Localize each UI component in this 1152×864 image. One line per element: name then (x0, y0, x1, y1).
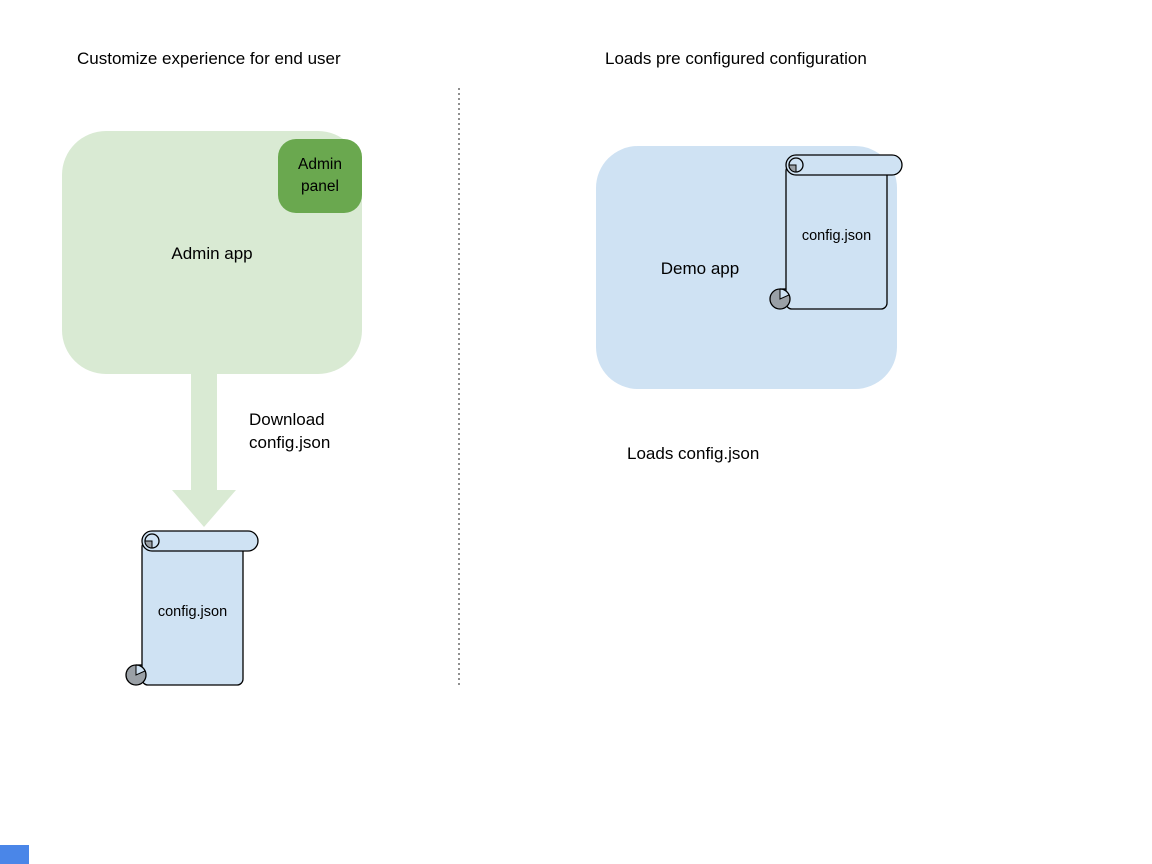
config-json-scroll-icon-left (125, 530, 259, 686)
left-section-title: Customize experience for end user (77, 49, 341, 68)
admin-panel-label: Admin panel (298, 156, 342, 195)
admin-panel-box: Admin panel (278, 139, 362, 213)
blue-corner-rectangle (0, 845, 29, 864)
download-arrow-icon (172, 374, 236, 527)
config-json-label-left: config.json (157, 604, 228, 620)
download-arrow-label: Download config.json (249, 410, 331, 452)
config-json-scroll-icon-right (769, 154, 903, 310)
admin-app-label: Admin app (171, 244, 253, 263)
demo-app-label: Demo app (660, 259, 740, 278)
loads-config-caption: Loads config.json (627, 444, 760, 463)
right-section-title: Loads pre configured configuration (605, 49, 867, 68)
config-json-label-right: config.json (801, 228, 872, 244)
dotted-divider-line (458, 88, 460, 687)
